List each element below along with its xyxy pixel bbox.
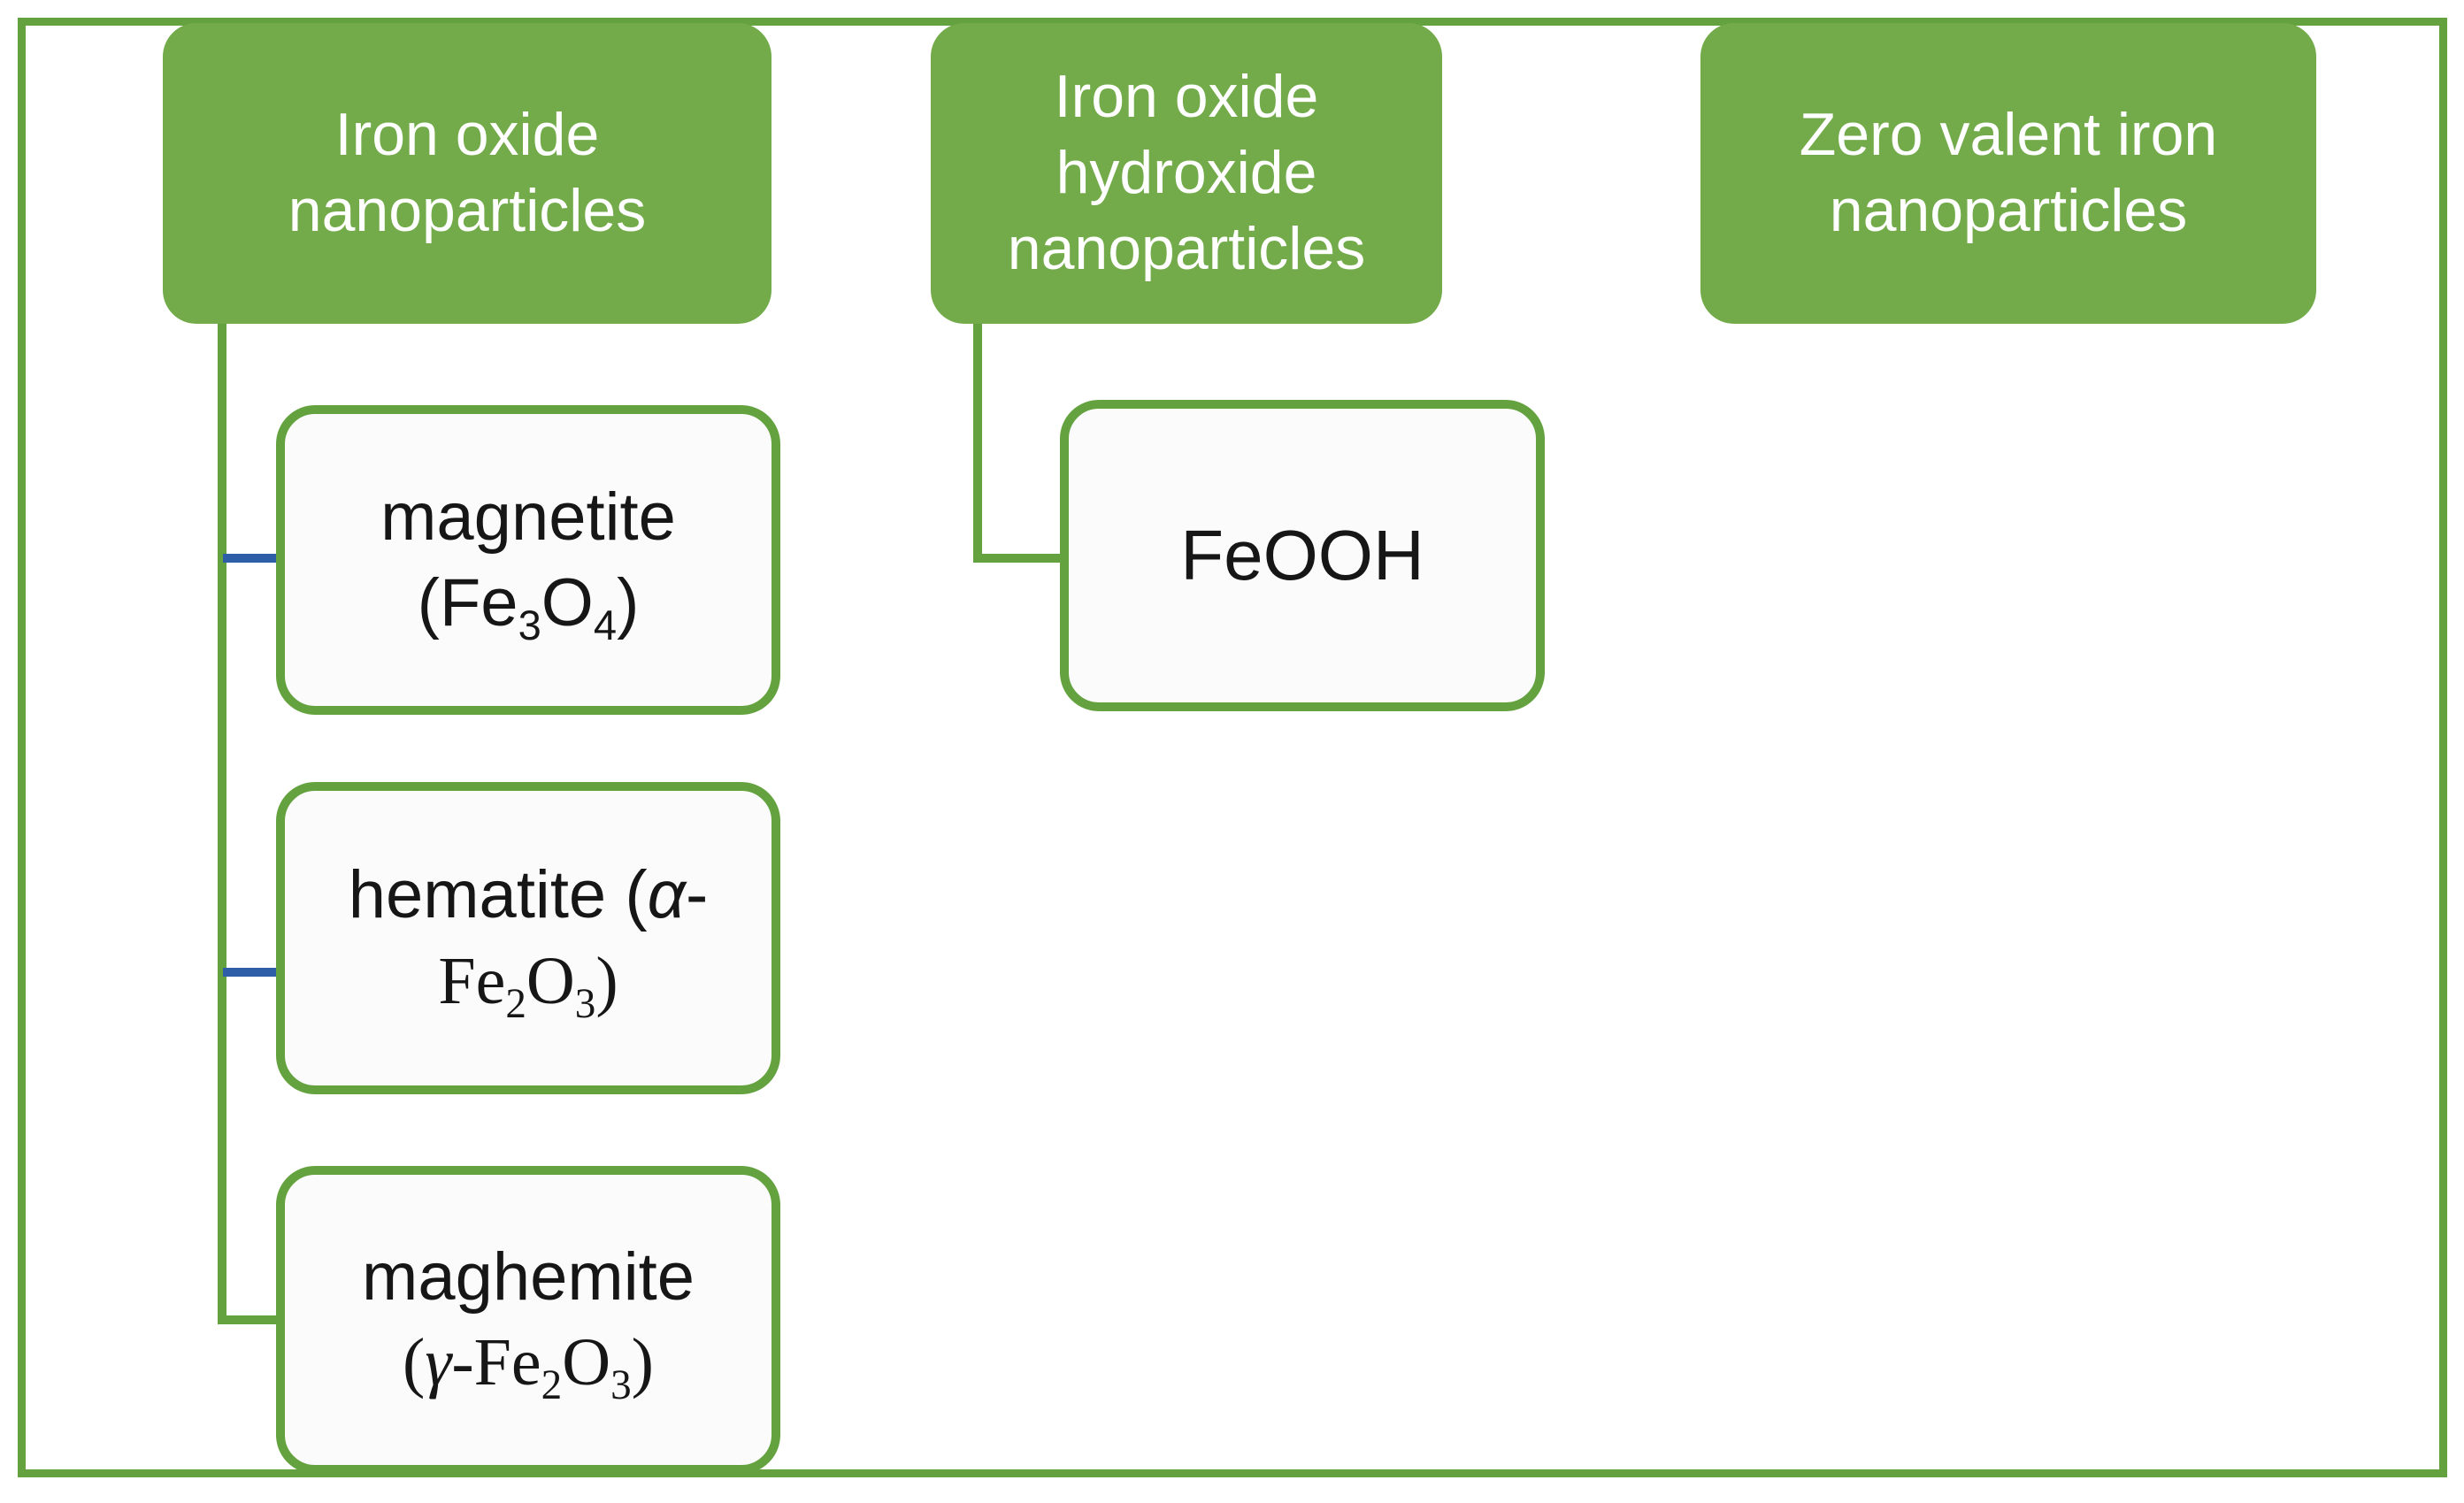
- child-label-hematite: hematite (α-: [348, 857, 709, 933]
- child-box-feooh: FeOOH: [1060, 400, 1545, 711]
- connector-trunk-iron-oxide: [218, 320, 226, 1324]
- child-box-maghemite: maghemite (γ-Fe2O3): [276, 1166, 780, 1474]
- child-formula-hematite: Fe2O3): [438, 943, 618, 1027]
- child-formula-magnetite: (Fe3O4): [417, 565, 640, 649]
- connector-elbow-maghemite: [218, 1315, 281, 1324]
- parent-box-iron-oxide-hydroxide: Iron oxide hydroxide nanoparticles: [931, 23, 1442, 324]
- connector-elbow-feooh: [973, 554, 1065, 563]
- connector-branch-magnetite: [223, 554, 281, 563]
- connector-trunk-feooh: [973, 320, 982, 563]
- child-label-maghemite: maghemite: [362, 1238, 695, 1315]
- parent-box-zero-valent-iron: Zero valent iron nanoparticles: [1700, 23, 2316, 324]
- diagram-frame: [18, 18, 2447, 1477]
- parent-box-iron-oxide: Iron oxide nanoparticles: [163, 23, 771, 324]
- child-label-magnetite: magnetite: [380, 479, 676, 555]
- child-box-magnetite: magnetite (Fe3O4): [276, 405, 780, 715]
- child-formula-maghemite: (γ-Fe2O3): [403, 1325, 654, 1409]
- connector-branch-hematite: [223, 968, 281, 977]
- child-box-hematite: hematite (α- Fe2O3): [276, 782, 780, 1094]
- child-label-feooh: FeOOH: [1180, 515, 1424, 594]
